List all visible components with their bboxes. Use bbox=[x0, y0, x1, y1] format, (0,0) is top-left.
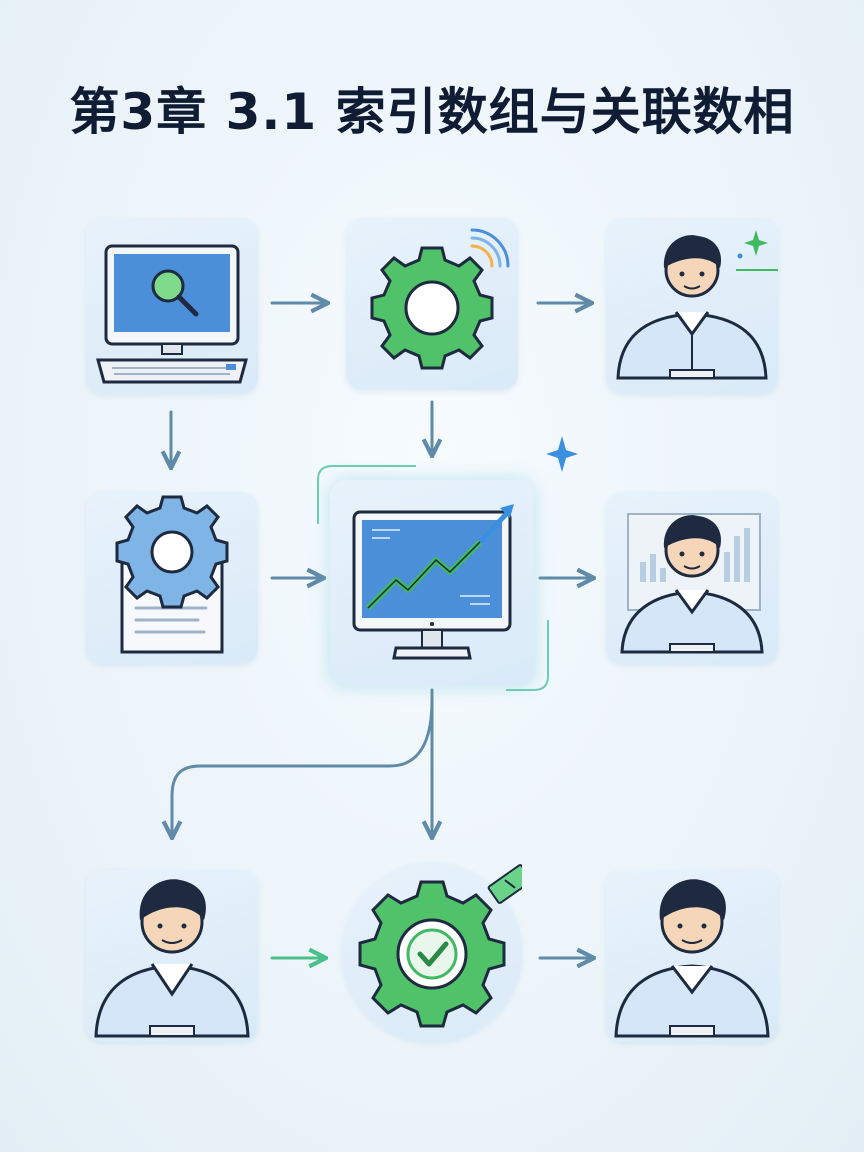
computer-search-icon bbox=[96, 244, 248, 384]
arrow-branch-left bbox=[172, 698, 434, 836]
node-person-left[interactable] bbox=[86, 870, 258, 1042]
monitor-growth-chart-icon bbox=[352, 504, 514, 660]
node-gear-check[interactable] bbox=[342, 862, 522, 1042]
node-gear-document[interactable] bbox=[86, 492, 258, 664]
gear-checkmark-icon bbox=[358, 864, 522, 1028]
node-person-chart[interactable] bbox=[606, 492, 778, 664]
node-computer-search[interactable] bbox=[86, 218, 258, 394]
sparkle-icon bbox=[546, 436, 578, 472]
person-icon bbox=[94, 879, 250, 1038]
node-monitor-chart[interactable] bbox=[330, 480, 534, 686]
node-gear-signal[interactable] bbox=[346, 218, 518, 390]
page-title: 第3章 3.1 索引数组与关联数相 bbox=[69, 83, 795, 141]
node-person-right[interactable] bbox=[606, 870, 778, 1042]
gear-signal-icon bbox=[370, 228, 510, 370]
person-presenter-icon bbox=[620, 513, 764, 654]
person-icon bbox=[614, 879, 770, 1038]
person-icon bbox=[616, 230, 778, 380]
gear-document-icon bbox=[115, 495, 229, 654]
node-person-sparkle[interactable] bbox=[606, 218, 778, 394]
